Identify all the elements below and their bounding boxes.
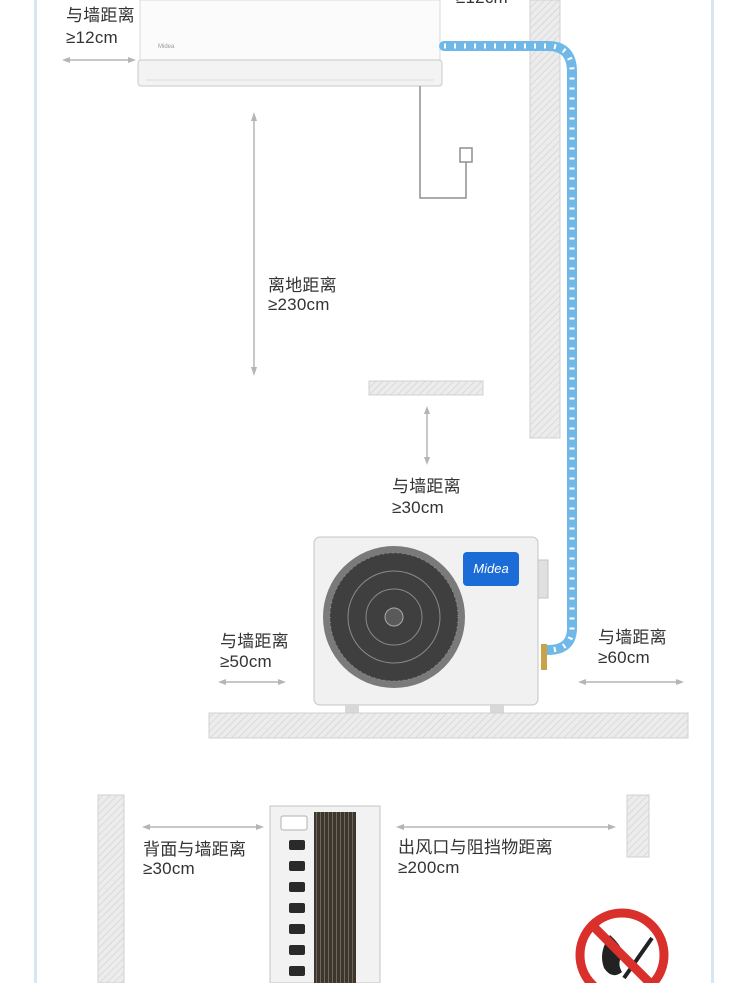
refrigerant-pipe — [439, 41, 577, 655]
outdoor-left-arrow — [218, 679, 286, 685]
floor-clearance-label-line2: ≥230cm — [268, 295, 330, 314]
floor-clearance-arrow — [251, 112, 257, 376]
outlet-clearance-label-line2: ≥200cm — [398, 858, 460, 877]
outdoor-left-label-line2: ≥50cm — [220, 652, 272, 671]
floor-clearance-label-line1: 离地距离 — [268, 276, 337, 295]
indoor-side-arrow — [62, 57, 136, 63]
overhead-clearance-arrow — [424, 406, 430, 465]
outdoor-left-label-line1: 与墙距离 — [220, 632, 289, 651]
frame-right-border — [711, 0, 714, 983]
overhead-clearance-label-line2: ≥30cm — [392, 498, 444, 517]
back-clearance-label-line2: ≥30cm — [143, 859, 195, 878]
outlet-clearance-label-line1: 出风口与阻挡物距离 — [398, 838, 553, 857]
outdoor-right-label-line2: ≥60cm — [598, 648, 650, 667]
ground-slab — [208, 712, 689, 739]
overhead-clearance-label-line1: 与墙距离 — [392, 477, 461, 496]
obstacle-wall — [626, 794, 650, 858]
overhead-shelf — [368, 380, 484, 396]
indoor-wall-top-clearance: ≥12cm — [456, 0, 508, 9]
no-fire-icon — [575, 908, 669, 983]
indoor-side-label-line1: 与墙距离 — [66, 6, 135, 25]
outdoor-unit-side-view — [269, 805, 381, 983]
indoor-unit — [137, 0, 443, 87]
outdoor-right-arrow — [578, 679, 684, 685]
back-wall — [97, 794, 125, 983]
frame-left-border — [34, 0, 37, 983]
indoor-side-label-line2: ≥12cm — [66, 28, 118, 47]
outdoor-brand-badge: Midea — [463, 552, 519, 586]
indoor-brand-logo: Midea — [158, 44, 175, 50]
back-clearance-label-line1: 背面与墙距离 — [143, 840, 247, 859]
outdoor-right-label-line1: 与墙距离 — [598, 628, 667, 647]
power-socket — [419, 86, 473, 199]
outlet-clearance-arrow — [396, 824, 616, 830]
back-clearance-arrow — [142, 824, 264, 830]
right-wall — [529, 0, 561, 439]
